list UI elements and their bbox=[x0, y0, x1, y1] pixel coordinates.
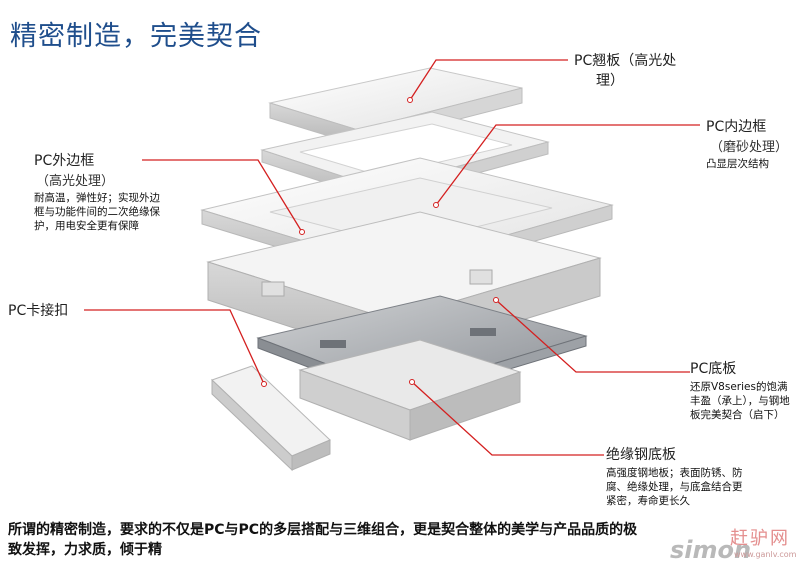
label-steel: 绝缘钢底板 高强度钢地板；表面防锈、防腐、绝缘处理，与底盒结合更紧密，寿命更长久 bbox=[606, 444, 756, 508]
label-outer-frame: PC外边框 （高光处理） 耐高温，弹性好；实现外边框与功能件间的二次绝缘保护，用… bbox=[34, 150, 184, 233]
pc-clip bbox=[211, 365, 331, 472]
label-inner-frame-desc: 凸显层次结构 bbox=[706, 158, 769, 170]
label-base-desc: 还原V8series的饱满丰盈（承上），与钢地板完美契合（启下） bbox=[690, 381, 790, 421]
leader-cover bbox=[409, 59, 568, 101]
label-outer-frame-sub: （高光处理） bbox=[36, 174, 115, 189]
watermark-site: 赶驴网 bbox=[730, 528, 790, 549]
leader-outer-frame bbox=[142, 159, 303, 233]
label-inner-frame-sub: （磨砂处理） bbox=[710, 140, 789, 155]
label-clip: PC卡接扣 bbox=[8, 303, 69, 319]
watermark-url: www.ganlv.com bbox=[734, 550, 797, 559]
leader-steel bbox=[411, 381, 604, 456]
label-cover-name2: 理） bbox=[596, 73, 624, 89]
leader-inner-frame bbox=[435, 124, 700, 206]
simon-logo: simon bbox=[670, 536, 752, 564]
label-outer-frame-desc: 耐高温，弹性好；实现外边框与功能件间的二次绝缘保护，用电安全更有保障 bbox=[34, 192, 160, 232]
label-base-name: PC底板 bbox=[690, 361, 737, 377]
label-base: PC底板 还原V8series的饱满丰盈（承上），与钢地板完美契合（启下） bbox=[690, 358, 794, 422]
label-inner-frame: PC内边框 （磨砂处理） 凸显层次结构 bbox=[706, 116, 788, 171]
page-title: 精密制造，完美契合 bbox=[10, 21, 262, 52]
leader-dots bbox=[261, 97, 499, 387]
label-cover: PC翘板（高光处 理） bbox=[574, 50, 676, 90]
leader-clip bbox=[84, 309, 265, 385]
leader-base bbox=[495, 299, 690, 373]
label-inner-frame-name: PC内边框 bbox=[706, 119, 767, 135]
leader-lines bbox=[84, 59, 700, 456]
label-steel-desc: 高强度钢地板；表面防锈、防腐、绝缘处理，与底盒结合更紧密，寿命更长久 bbox=[606, 467, 743, 507]
mechanism-block bbox=[298, 339, 522, 441]
label-cover-name: PC翘板（高光处 bbox=[574, 53, 677, 69]
footer-text: 所谓的精密制造，要求的不仅是PC与PC的多层搭配与三维组合，更是契合整体的美学与… bbox=[8, 522, 638, 558]
label-outer-frame-name: PC外边框 bbox=[34, 153, 95, 169]
label-steel-name: 绝缘钢底板 bbox=[606, 447, 676, 463]
watermark: simon 赶驴网 www.ganlv.com bbox=[668, 522, 797, 568]
